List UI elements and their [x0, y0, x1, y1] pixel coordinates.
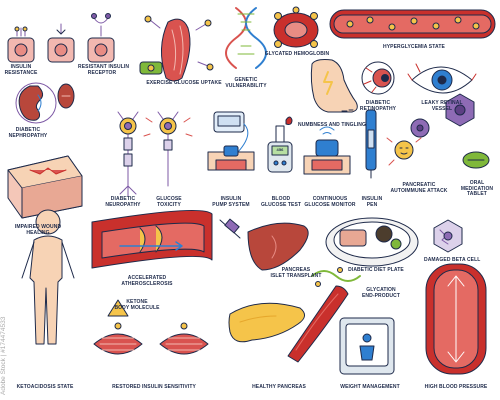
- exercise-muscle-icon: [139, 15, 214, 82]
- label-hyperglycemia-state: HYPERGLYCEMIA STATE: [383, 44, 445, 50]
- human-body-icon: [21, 209, 75, 345]
- oral-tablet-icon: [462, 151, 490, 169]
- label-diabetic-diet-plate: DIABETIC DIET PLATE: [348, 267, 404, 273]
- liver-icon: [247, 222, 309, 271]
- blood-glucose-meter-icon: [267, 116, 293, 173]
- label-damaged-beta-cell: DAMAGED BETA CELL: [424, 257, 481, 263]
- neuron-icon: [117, 111, 139, 197]
- kidney-icon: [15, 82, 75, 124]
- hyperglycemia-vessel-icon: [329, 9, 496, 39]
- label-glycated-hemoglobin: GLYCATED HEMOGLOBIN: [264, 51, 330, 57]
- ketone-molecule-icon: [107, 299, 129, 317]
- autoimmune-attack-icon: [386, 118, 430, 166]
- syringe-icon: [219, 218, 241, 239]
- skin-wound-icon: [7, 155, 83, 219]
- muscle-fiber-bundle-icon: [93, 322, 209, 355]
- label-restored-insulin-sensitivity: RESTORED INSULIN SENSITIVITY: [112, 384, 196, 390]
- leaky-retinal-vessel-eye-icon: [407, 63, 477, 94]
- continuous-glucose-monitor-icon: [303, 126, 351, 175]
- vessel-section-icon: [287, 285, 349, 363]
- glycation-strand-icon: [311, 267, 361, 287]
- stock-watermark: Adobe Stock | #174474533: [0, 316, 7, 395]
- cell-glucose-blocked-icon: [47, 23, 75, 63]
- atherosclerosis-vessel-icon: [91, 209, 213, 269]
- glucose-meter-reading: 456: [276, 147, 284, 152]
- insulin-resistance-cell-icon: [7, 26, 35, 63]
- label-high-blood-pressure: HIGH BLOOD PRESSURE: [424, 384, 488, 390]
- resistant-insulin-receptor-icon: [87, 13, 115, 63]
- label-ketoacidosis-state: KETOACIDOSIS STATE: [16, 384, 74, 390]
- high-blood-pressure-vessel-icon: [425, 263, 487, 375]
- insulin-pump-icon: [207, 111, 255, 171]
- label-healthy-pancreas: HEALTHY PANCREAS: [252, 384, 306, 390]
- diabetic-retinopathy-eye-icon: [361, 61, 395, 95]
- glycated-hemoglobin-icon: [273, 6, 319, 48]
- damaged-beta-cell-icon: [433, 219, 463, 253]
- diet-plate-icon: [325, 217, 419, 267]
- numbness-foot-icon: [310, 59, 358, 113]
- healthy-pancreas-icon: [228, 302, 305, 343]
- insulin-pen-icon: [365, 109, 377, 179]
- label-numbness-and-tingling: NUMBNESS AND TINGLING: [297, 122, 367, 128]
- dna-helix-icon: [225, 7, 267, 69]
- weight-scale-icon: [339, 317, 395, 375]
- label-weight-management: WEIGHT MANAGEMENT: [340, 384, 400, 390]
- glucose-toxicity-neuron-icon: [143, 111, 193, 187]
- label-exercise-glucose-uptake: EXERCISE GLUCOSE UPTAKE: [146, 80, 222, 86]
- beta-cell-hexagon-icon: [445, 93, 475, 127]
